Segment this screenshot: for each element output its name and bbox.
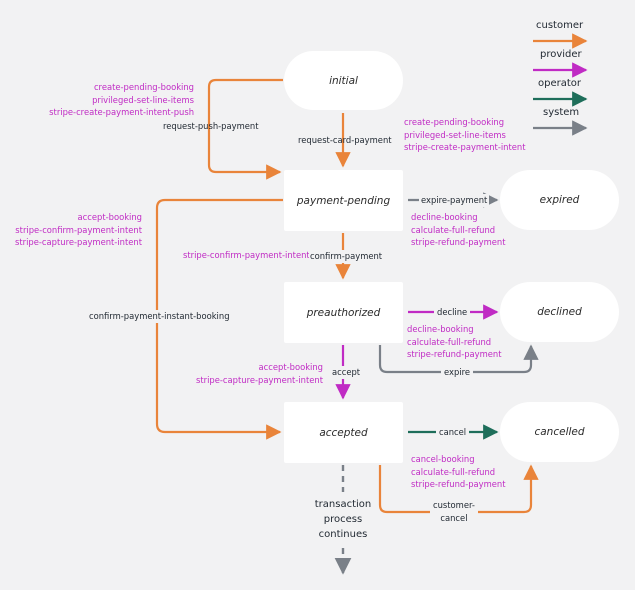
action-item: create-pending-booking [93, 82, 194, 92]
state-payment-pending: payment-pending [284, 170, 403, 231]
action-item: accept-booking [77, 212, 142, 222]
action-item: create-pending-booking [404, 117, 505, 127]
action-item: stripe-refund-payment [411, 479, 506, 489]
transition-label-decline: decline [434, 306, 471, 319]
legend-label-system: system [543, 107, 580, 118]
state-cancelled: cancelled [500, 402, 619, 462]
action-item: calculate-full-refund [411, 224, 496, 235]
transition-label-cancel: cancel [436, 426, 470, 439]
action-item: stripe-create-payment-intent-push [49, 107, 194, 117]
continuation-text: transaction process continues [303, 497, 383, 542]
actions-push-payment: create-pending-booking privileged-set-li… [49, 81, 194, 119]
transition-label-expire-payment: expire-payment [419, 194, 490, 207]
state-preauthorized: preauthorized [284, 282, 403, 343]
transition-label-request-push-payment: request-push-payment [163, 121, 259, 131]
transition-label-request-card-payment: request-card-payment [298, 135, 392, 145]
continuation-line: transaction [314, 499, 372, 510]
transition-label-expire: expire [441, 366, 474, 379]
actions-accept: accept-booking stripe-capture-payment-in… [196, 361, 323, 386]
transition-label-line: cancel [440, 512, 468, 523]
transition-label-accept: accept [330, 366, 363, 379]
action-item: stripe-confirm-payment-intent [15, 224, 142, 235]
actions-instant-booking: accept-booking stripe-confirm-payment-in… [15, 211, 142, 249]
action-item: stripe-create-payment-intent [404, 142, 526, 152]
action-item: calculate-full-refund [407, 336, 492, 347]
transition-label-line: customer- [433, 500, 475, 510]
action-item: privileged-set-line-items [404, 129, 506, 140]
action-item: stripe-capture-payment-intent [15, 237, 142, 247]
action-item: privileged-set-line-items [92, 94, 194, 105]
edge-request-push-payment [207, 78, 283, 180]
action-item: decline-booking [407, 324, 474, 334]
transition-label-confirm-payment: confirm-payment [309, 250, 384, 263]
action-item: calculate-full-refund [411, 466, 496, 477]
action-item: accept-booking [258, 362, 323, 372]
action-item: stripe-confirm-payment-intent [183, 250, 310, 260]
continuation-line: continues [318, 529, 368, 540]
state-expired: expired [500, 170, 619, 230]
state-declined: declined [500, 282, 619, 342]
continuation-line: process [323, 514, 363, 525]
actions-decline: decline-booking calculate-full-refund st… [407, 323, 502, 361]
actions-confirm-payment: stripe-confirm-payment-intent [183, 249, 310, 262]
state-accepted: accepted [284, 402, 403, 463]
actions-expire-payment: decline-booking calculate-full-refund st… [411, 211, 506, 249]
actions-card-payment: create-pending-booking privileged-set-li… [404, 116, 526, 154]
legend-label-operator: operator [538, 78, 582, 89]
action-item: stripe-refund-payment [407, 349, 502, 359]
action-item: stripe-refund-payment [411, 237, 506, 247]
action-item: cancel-booking [411, 454, 475, 464]
actions-cancel: cancel-booking calculate-full-refund str… [411, 453, 506, 491]
legend-label-provider: provider [540, 49, 582, 60]
transition-label-customer-cancel: customer- cancel [430, 499, 478, 524]
transition-label-confirm-payment-instant-booking: confirm-payment-instant-booking [88, 310, 231, 323]
action-item: stripe-capture-payment-intent [196, 374, 323, 385]
state-initial: initial [284, 51, 403, 110]
action-item: decline-booking [411, 212, 478, 222]
legend-label-customer: customer [536, 20, 584, 31]
